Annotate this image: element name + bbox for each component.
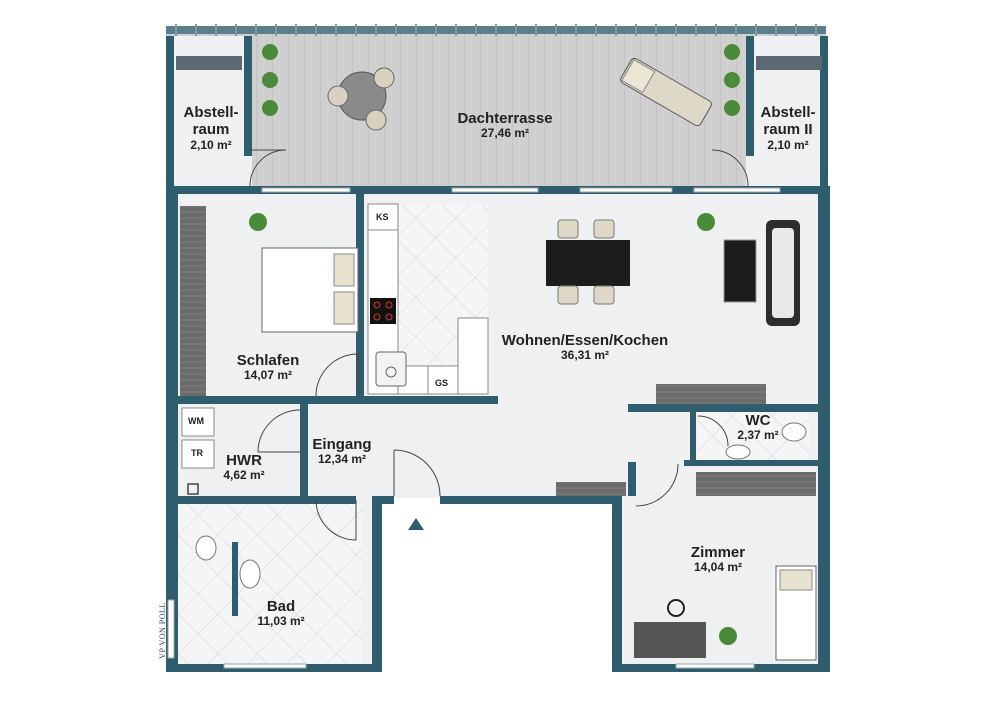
doors (257, 353, 729, 541)
storage-room-left (166, 36, 287, 188)
label-dachterrasse: Dachterrasse 27,46 m² (457, 110, 553, 141)
tv-board-icon (656, 384, 766, 404)
brand-logo-text: VP VON POLL (157, 602, 167, 659)
bedroom-plant-icon (249, 213, 267, 231)
desk-icon (634, 599, 706, 658)
label-wohnen: Wohnen/Essen/Kochen 36,31 m² (501, 332, 669, 363)
entrance-arrow-icon (408, 518, 424, 530)
bath-tiles (178, 504, 362, 666)
sink-icon (375, 351, 407, 387)
sideboard-icon (556, 482, 626, 496)
dining-table-icon (546, 219, 630, 305)
dryer-label: TR (191, 448, 203, 458)
label-zimmer: Zimmer 14,04 m² (690, 544, 746, 575)
washer-dryer-icon (181, 407, 215, 469)
cooktop-icon (370, 298, 396, 324)
wardrobe-icon (180, 206, 206, 396)
label-wc: WC 2,37 m² (737, 412, 779, 443)
floor-drain-icon (187, 483, 199, 495)
terrace-table-icon (327, 67, 395, 131)
coffee-table-icon (723, 239, 757, 303)
label-bad: Bad 11,03 m² (257, 598, 305, 629)
storage-room-right (711, 36, 828, 188)
label-schlafen: Schlafen 14,07 m² (236, 352, 300, 383)
label-eingang: Eingang 12,34 m² (312, 436, 372, 467)
brand-logo: VP VON POLL (157, 596, 180, 670)
washer-label: WM (188, 416, 204, 426)
living-plant-icon (697, 213, 715, 231)
bath-fixtures (195, 535, 261, 616)
room-wardrobe-icon (696, 472, 816, 496)
dishwasher-label: GS (435, 378, 449, 388)
label-abstellraum-2: Abstell- raum II 2,10 m² (760, 104, 816, 152)
label-abstellraum: Abstell- raum 2,10 m² (183, 104, 239, 152)
sofa-icon (766, 220, 800, 326)
wc-fixtures (725, 422, 807, 460)
sun-lounger-icon (620, 57, 712, 127)
label-hwr: HWR 4,62 m² (223, 452, 265, 483)
windows (167, 187, 781, 669)
double-bed-icon (261, 247, 359, 333)
fridge-label: KS (376, 212, 389, 222)
room-plant-icon (719, 627, 737, 645)
terrace-plant-icon (262, 44, 740, 116)
single-bed-icon (775, 565, 817, 661)
